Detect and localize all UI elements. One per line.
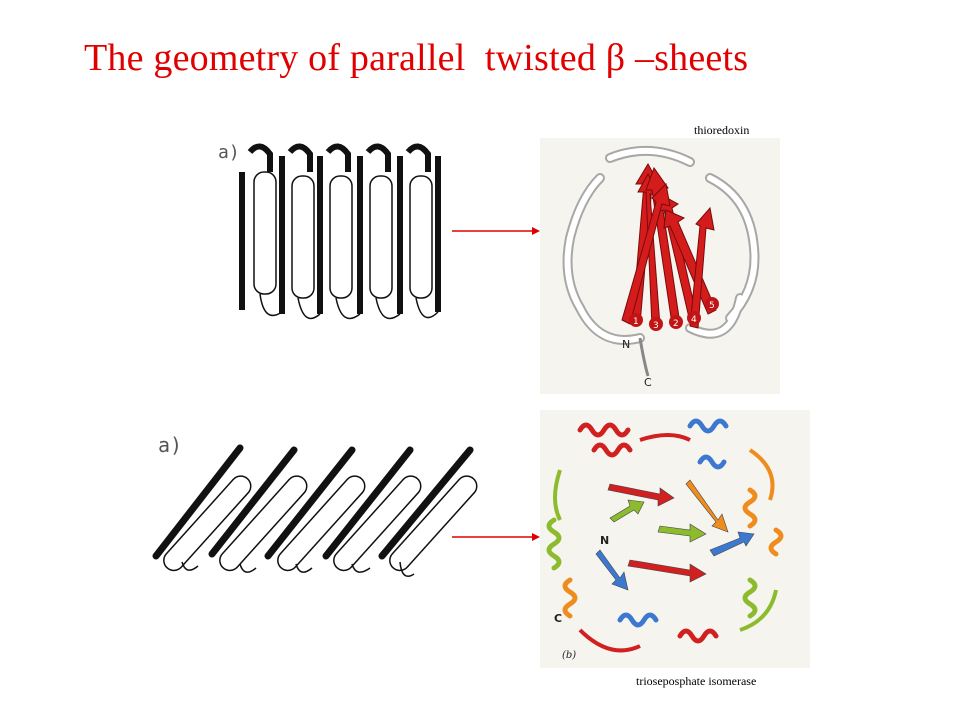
helix-cylinder — [253, 171, 277, 295]
thioredoxin-N-terminus: N — [622, 338, 630, 351]
helix-cylinder — [219, 475, 308, 572]
beta-strand — [627, 559, 707, 583]
beta-strand — [663, 209, 717, 315]
strand-number: 1 — [633, 317, 639, 327]
thioredoxin-C-terminus: C — [644, 376, 652, 389]
strand-number: 4 — [691, 315, 697, 325]
helix-cylinder — [291, 175, 315, 299]
tim-barrel-diagram: N C (b) — [540, 410, 810, 668]
beta-strand — [595, 549, 629, 591]
slide-title: The geometry of parallel twisted β –shee… — [84, 37, 749, 79]
tim-label: trioseposphate isomerase — [636, 674, 757, 688]
top-arrow — [452, 224, 540, 238]
thioredoxin-diagram: 1 3 2 4 5 N C — [540, 138, 780, 394]
tim-N-terminus: N — [600, 534, 609, 547]
beta-strand — [607, 483, 675, 507]
helix-cylinder — [409, 175, 433, 299]
beta-strand — [609, 499, 645, 523]
bottom-schematic-tag: a) — [158, 433, 182, 457]
strand-number: 2 — [673, 319, 679, 329]
helix-cylinder — [369, 175, 393, 299]
top-schematic-tag: a) — [218, 142, 240, 163]
helix-cylinder — [329, 175, 353, 299]
tim-panel-tag: (b) — [562, 650, 576, 661]
helix-cylinder — [333, 475, 422, 572]
beta-strand — [709, 531, 755, 557]
helix-cylinder — [277, 475, 366, 572]
beta-strand — [621, 182, 671, 325]
top-schematic: a) — [212, 132, 452, 332]
helix-cylinder — [163, 475, 252, 572]
bottom-arrow — [452, 530, 540, 544]
helix-cylinder — [389, 475, 478, 572]
thioredoxin-label: thioredoxin — [694, 123, 750, 137]
beta-strand — [657, 523, 707, 543]
bottom-schematic: a) — [148, 420, 500, 596]
beta-strand — [645, 166, 681, 325]
beta-strand — [685, 479, 729, 533]
strand-number: 5 — [709, 301, 715, 311]
beta-strand — [689, 206, 715, 329]
strand-number: 3 — [653, 321, 659, 331]
tim-C-terminus: C — [554, 612, 562, 625]
